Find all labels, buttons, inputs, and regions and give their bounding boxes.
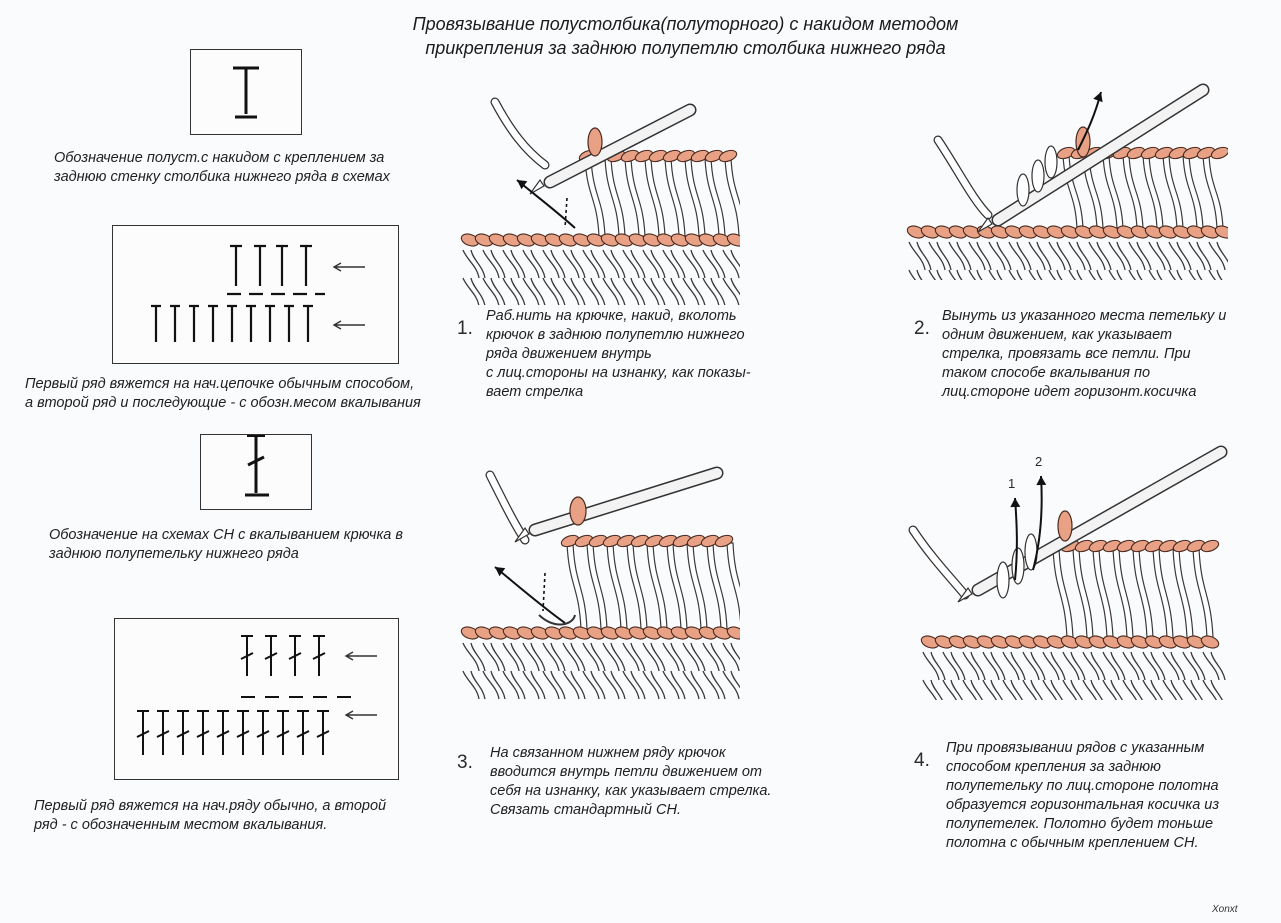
illustration-step-4 (908, 445, 1228, 700)
loop-on-hook (1011, 547, 1025, 585)
scheme-box-2 (114, 618, 399, 780)
braid-chain (460, 626, 740, 640)
row-arrows (344, 651, 377, 720)
fabric (922, 547, 1226, 700)
signature: Xonxt (1212, 904, 1238, 915)
direction-arrow-icon (1077, 91, 1103, 151)
loop-on-hook (1044, 145, 1058, 179)
braid-chain (920, 635, 1220, 649)
arrow-label-1: 1 (1008, 476, 1016, 491)
hdc-back-loop-symbol-icon (233, 66, 259, 119)
crochet-hook-icon (529, 103, 697, 195)
fabric (462, 157, 740, 305)
step-4-number: 4. (914, 750, 930, 771)
arrow-label-2: 2 (1035, 454, 1043, 469)
direction-arrow-icon (516, 179, 576, 229)
loop-on-hook (569, 496, 587, 526)
illustration-step-2 (906, 83, 1228, 280)
symbol-box-1 (190, 49, 302, 135)
symbol-2-caption: Обозначение на схемах СН с вкалыванием к… (49, 527, 403, 562)
direction-arrow-icon (1032, 475, 1047, 571)
scheme-2-chart (136, 635, 377, 755)
scheme-1-caption: Первый ряд вяжется на нач.цепочке обычны… (25, 376, 421, 411)
symbol-box-2 (200, 434, 312, 510)
direction-arrow-icon (1010, 497, 1021, 581)
row-arrows (332, 262, 365, 330)
page-title: Провязывание полустолбика(полуторного) с… (0, 12, 1281, 60)
scheme-box-1 (112, 225, 399, 364)
fabric (908, 154, 1228, 280)
step-1-number: 1. (457, 318, 473, 339)
crochet-hook-icon (977, 83, 1210, 233)
loop-on-hook (587, 127, 603, 157)
fabric (462, 542, 740, 700)
braid-chain (460, 233, 740, 247)
loop-on-hook (996, 561, 1010, 599)
scheme-1-row-2 (227, 244, 325, 296)
scheme-1-row-1 (151, 304, 313, 342)
direction-arrow-icon (494, 566, 566, 624)
title-line-1: Провязывание полустолбика(полуторного) с… (412, 14, 959, 34)
illustration-step-3 (460, 466, 740, 700)
illustration-step-1 (460, 97, 740, 305)
crochet-hook-icon (514, 466, 724, 543)
step-2-number: 2. (914, 318, 930, 339)
title-line-2: прикрепления за заднюю полупетлю столбик… (425, 38, 946, 58)
scheme-1-chart (151, 244, 365, 342)
scheme-2-caption: Первый ряд вяжется на нач.ряду обычно, а… (34, 798, 387, 833)
loop-on-hook (1031, 159, 1045, 193)
dc-back-loop-symbol-icon (245, 435, 269, 497)
symbol-1-caption: Обозначение полуст.с накидом с крепление… (54, 150, 390, 185)
top-chain (560, 534, 734, 548)
loop-on-hook (1016, 173, 1030, 207)
step-3-number: 3. (457, 752, 473, 773)
scheme-2-symbols (136, 635, 351, 755)
braid-chain (906, 225, 1228, 239)
loop-on-hook (1057, 510, 1073, 542)
